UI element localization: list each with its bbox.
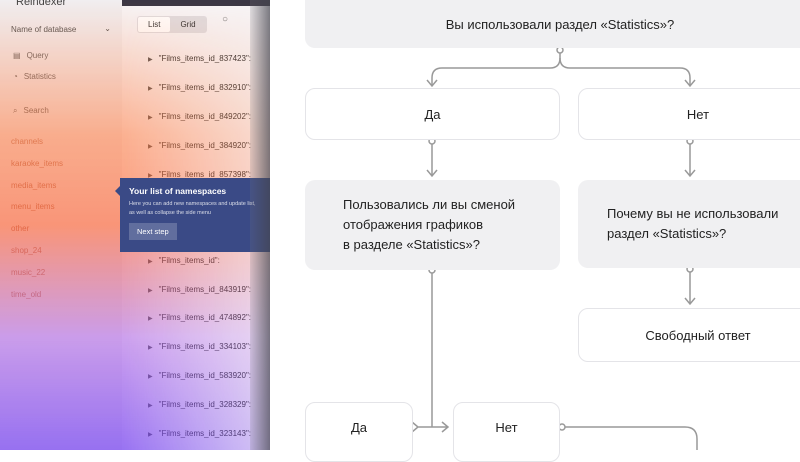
- flow-question-3: Почему вы не использовали раздел «Statis…: [578, 180, 800, 268]
- text-line: Пользовались ли вы сменой: [343, 197, 516, 212]
- tooltip-text: Here you can add new namespaces and upda…: [129, 201, 256, 216]
- flow-answer-no-2: Нет: [453, 402, 560, 462]
- text-line: отображения графиков: [343, 217, 484, 232]
- text-line: в разделе «Statistics»?: [343, 237, 481, 252]
- text-line: Почему вы не использовали: [607, 206, 779, 221]
- flow-free-answer: Свободный ответ: [578, 308, 800, 362]
- flow-question-1: Вы использовали раздел «Statistics»?: [305, 0, 800, 48]
- flow-connectors: [411, 46, 698, 450]
- text-line: раздел «Statistics»?: [607, 226, 727, 241]
- flow-answer-yes-1: Да: [305, 88, 560, 140]
- tooltip-title: Your list of namespaces: [129, 186, 227, 196]
- flow-answer-yes-2: Да: [305, 402, 413, 462]
- connector: [431, 50, 561, 86]
- onboarding-tooltip: Your list of namespaces Here you can add…: [115, 178, 270, 252]
- flow-answer-no-1: Нет: [578, 88, 800, 140]
- flow-question-2: Пользовались ли вы сменой отображения гр…: [305, 180, 560, 270]
- next-step-button[interactable]: Next step: [129, 223, 177, 240]
- panel-shadow: [250, 0, 270, 450]
